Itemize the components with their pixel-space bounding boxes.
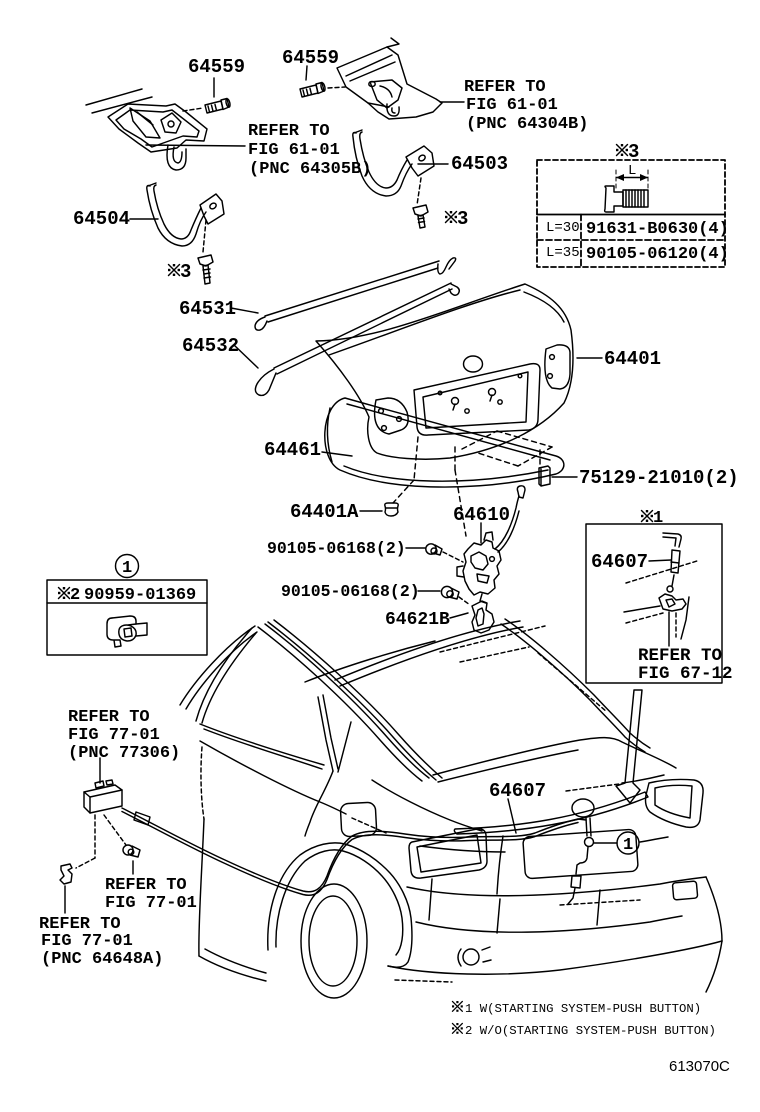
svg-text:REFER TO: REFER TO bbox=[638, 646, 722, 666]
svg-text:1: 1 bbox=[623, 836, 633, 855]
svg-text:FIG 77-01: FIG 77-01 bbox=[68, 726, 160, 745]
svg-text:(PNC 64648A): (PNC 64648A) bbox=[41, 950, 163, 969]
svg-text:64461: 64461 bbox=[264, 439, 321, 461]
svg-text:L: L bbox=[628, 163, 636, 179]
svg-text:64610: 64610 bbox=[453, 504, 510, 526]
svg-text:1: 1 bbox=[653, 509, 663, 528]
svg-text:3: 3 bbox=[457, 208, 468, 230]
svg-text:(PNC 64305B): (PNC 64305B) bbox=[249, 160, 371, 179]
svg-text:REFER TO: REFER TO bbox=[464, 78, 546, 97]
svg-text:FIG 61-01: FIG 61-01 bbox=[248, 141, 340, 160]
svg-text:64621B: 64621B bbox=[385, 610, 450, 630]
svg-text:REFER TO: REFER TO bbox=[248, 122, 330, 141]
svg-text:90105-06168(2): 90105-06168(2) bbox=[267, 539, 406, 558]
svg-text:L=35: L=35 bbox=[546, 245, 580, 261]
svg-text:REFER TO: REFER TO bbox=[68, 708, 150, 727]
svg-text:613070C: 613070C bbox=[669, 1058, 730, 1075]
svg-text:64531: 64531 bbox=[179, 298, 236, 320]
svg-text:FIG 67-12: FIG 67-12 bbox=[638, 664, 733, 684]
svg-text:FIG 77-01: FIG 77-01 bbox=[105, 894, 197, 913]
svg-text:90105-06168(2): 90105-06168(2) bbox=[281, 582, 420, 601]
svg-text:64559: 64559 bbox=[188, 56, 245, 78]
svg-text:90105-06120(4): 90105-06120(4) bbox=[586, 245, 729, 264]
svg-text:(PNC 77306): (PNC 77306) bbox=[68, 744, 180, 763]
svg-text:1 W(STARTING SYSTEM-PUSH BUTTO: 1 W(STARTING SYSTEM-PUSH BUTTON) bbox=[465, 1002, 701, 1016]
svg-text:3: 3 bbox=[628, 141, 639, 163]
svg-text:L=30: L=30 bbox=[546, 220, 580, 236]
svg-text:64401: 64401 bbox=[604, 348, 661, 370]
svg-text:91631-B0630(4): 91631-B0630(4) bbox=[586, 220, 729, 239]
svg-text:64401A: 64401A bbox=[290, 501, 359, 523]
svg-text:FIG 61-01: FIG 61-01 bbox=[466, 96, 558, 115]
svg-text:(PNC 64304B): (PNC 64304B) bbox=[466, 115, 588, 134]
svg-text:2 W/O(STARTING SYSTEM-PUSH BUT: 2 W/O(STARTING SYSTEM-PUSH BUTTON) bbox=[465, 1024, 716, 1038]
svg-text:REFER TO: REFER TO bbox=[39, 915, 121, 934]
svg-text:REFER TO: REFER TO bbox=[105, 876, 187, 895]
svg-text:3: 3 bbox=[180, 261, 191, 283]
svg-text:75129-21010(2): 75129-21010(2) bbox=[579, 467, 739, 489]
svg-text:64503: 64503 bbox=[451, 153, 508, 175]
svg-text:2: 2 bbox=[70, 586, 80, 605]
svg-text:1: 1 bbox=[122, 559, 132, 578]
svg-text:90959-01369: 90959-01369 bbox=[84, 586, 196, 605]
svg-text:FIG 77-01: FIG 77-01 bbox=[41, 932, 133, 951]
svg-text:64532: 64532 bbox=[182, 335, 239, 357]
svg-text:64504: 64504 bbox=[73, 208, 130, 230]
svg-text:64607: 64607 bbox=[591, 551, 648, 573]
svg-text:64607: 64607 bbox=[489, 780, 546, 802]
svg-text:64559: 64559 bbox=[282, 47, 339, 69]
